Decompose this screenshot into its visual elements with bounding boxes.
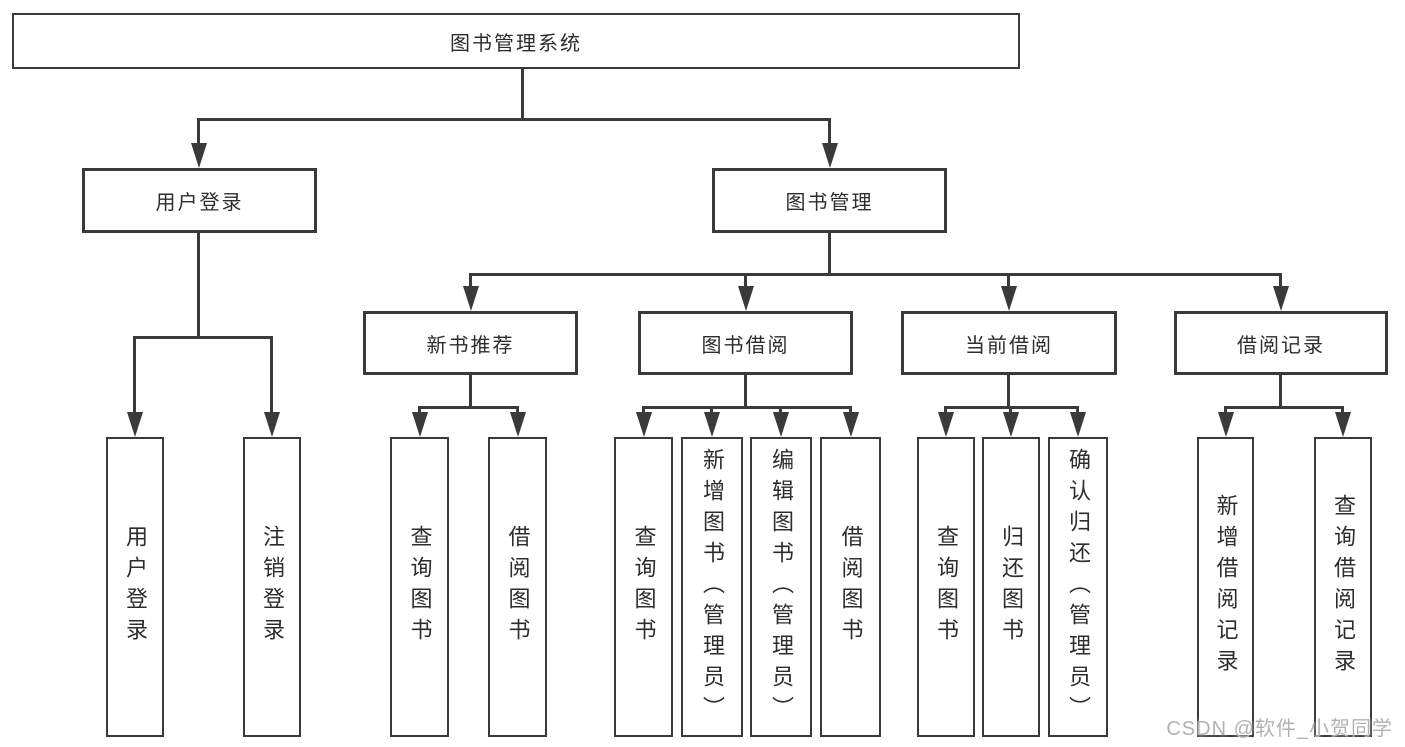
arrow-to-edit-book [772,406,789,437]
leaf-borrow-books-1: 借阅图书 [488,437,547,737]
connector-book-borrow-stem [744,374,747,409]
connector-new-book-rail [418,406,519,409]
node-new-book-recommend: 新书推荐 [363,311,578,375]
leaf-edit-book-admin: 编辑图书（管理员） [750,437,812,737]
leaf-add-book-admin: 新增图书（管理员） [681,437,743,737]
leaf-query-books-1: 查询图书 [390,437,449,737]
arrow-to-borrow-records [1272,273,1289,311]
node-user-login: 用户登录 [82,168,317,233]
arrow-to-book-management [821,118,838,168]
connector-root-stem [521,68,524,120]
node-library-management-system: 图书管理系统 [12,13,1020,69]
connector-new-book-stem [469,374,472,409]
arrow-to-confirm-return [1069,406,1086,437]
arrow-to-user-login [190,118,207,168]
connector-user-login-rail [133,336,273,339]
arrow-to-query-books-1 [411,406,428,437]
arrow-to-current-borrow [1000,273,1017,311]
leaf-query-books-1-label: 查询图书 [407,525,433,649]
arrow-to-leaf-user-login [126,336,143,437]
leaf-return-books: 归还图书 [982,437,1040,737]
leaf-add-book-admin-label: 新增图书（管理员） [700,447,725,727]
leaf-return-books-label: 归还图书 [999,525,1024,649]
arrow-to-query-books-3 [937,406,954,437]
node-borrow-records: 借阅记录 [1174,311,1388,375]
arrow-to-return-books [1002,406,1019,437]
arrow-to-new-book-recommend [462,273,479,311]
leaf-query-books-3-label: 查询图书 [934,525,959,649]
node-book-borrow: 图书借阅 [638,311,853,375]
leaf-logout-label: 注销登录 [260,525,285,649]
arrow-to-query-books-2 [635,406,652,437]
csdn-watermark: CSDN @软件_小贺同学 [1166,718,1393,740]
leaf-edit-book-admin-label: 编辑图书（管理员） [769,447,794,727]
leaf-user-login-label: 用户登录 [123,525,148,649]
arrow-to-add-borrow-record [1217,406,1234,437]
leaf-query-borrow-record-label: 查询借阅记录 [1331,494,1356,680]
arrow-to-leaf-logout [263,336,280,437]
arrow-to-borrow-books-1 [509,406,526,437]
leaf-query-books-2: 查询图书 [614,437,673,737]
leaf-confirm-return-admin: 确认归还（管理员） [1048,437,1108,737]
arrow-to-query-borrow-record [1334,406,1351,437]
connector-book-borrow-rail [642,406,852,409]
leaf-logout: 注销登录 [243,437,301,737]
leaf-borrow-books-2: 借阅图书 [820,437,881,737]
leaf-query-borrow-record: 查询借阅记录 [1314,437,1372,737]
arrow-to-add-book [703,406,720,437]
connector-borrow-records-rail [1224,406,1343,409]
node-current-borrow: 当前借阅 [901,311,1117,375]
connector-level3-rail [469,273,1282,276]
connector-borrow-records-stem [1279,374,1282,409]
leaf-query-books-3: 查询图书 [917,437,975,737]
leaf-confirm-return-admin-label: 确认归还（管理员） [1066,447,1091,727]
leaf-user-login: 用户登录 [106,437,164,737]
leaf-borrow-books-1-label: 借阅图书 [505,525,531,649]
arrow-to-book-borrow [737,273,754,311]
connector-level2-rail [197,118,831,121]
leaf-add-borrow-record-label: 新增借阅记录 [1213,494,1239,680]
connector-current-borrow-stem [1007,374,1010,409]
connector-user-login-stem [197,233,200,339]
leaf-borrow-books-2-label: 借阅图书 [838,525,864,649]
leaf-add-borrow-record: 新增借阅记录 [1197,437,1254,737]
node-book-management: 图书管理 [712,168,947,233]
arrow-to-borrow-books-2 [842,406,859,437]
leaf-query-books-2-label: 查询图书 [631,525,657,649]
connector-book-management-stem [828,233,831,276]
